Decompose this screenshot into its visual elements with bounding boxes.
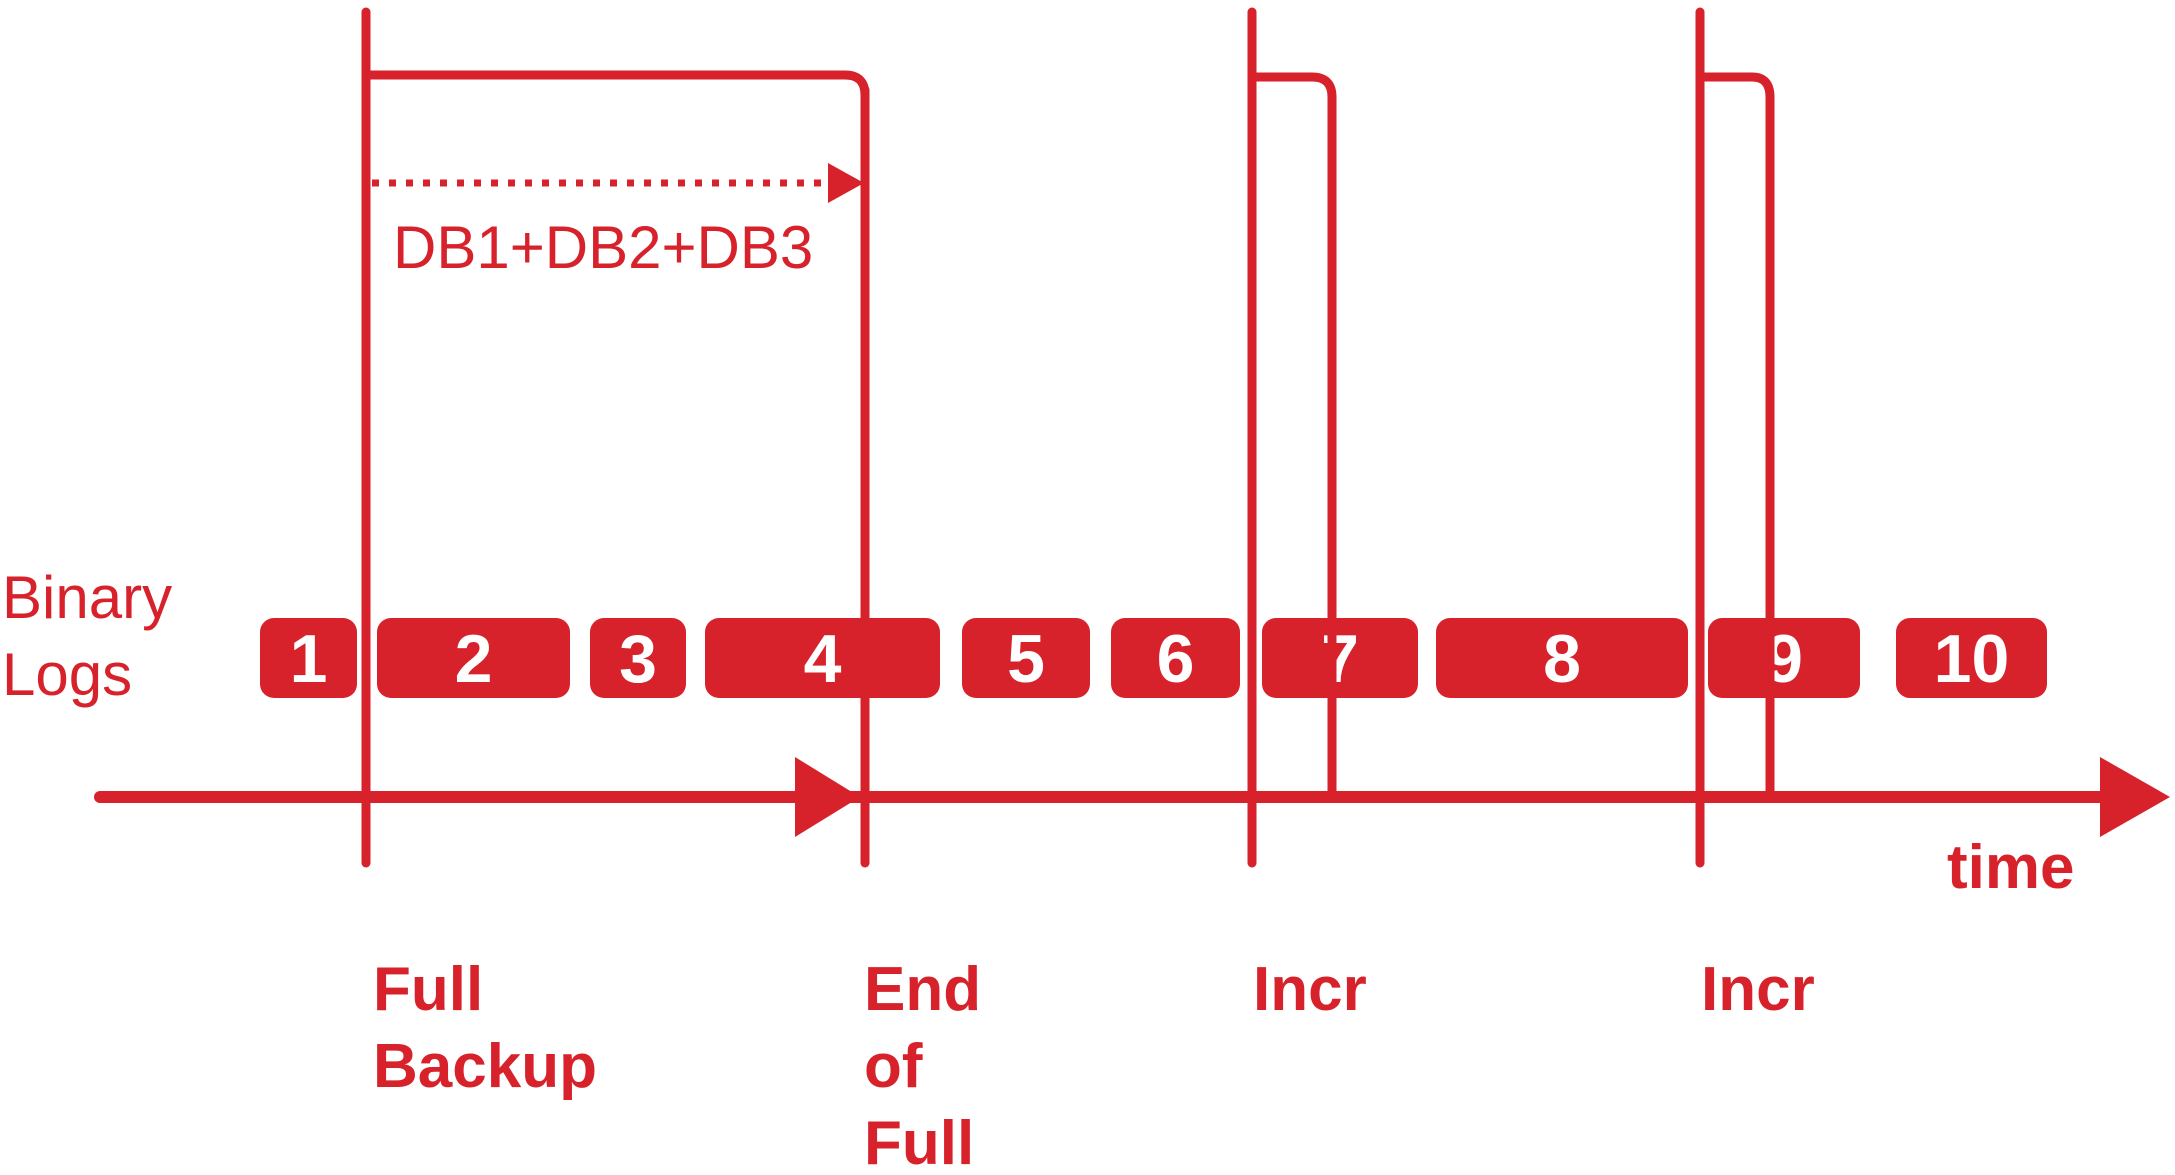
binary-log-block-1 (260, 618, 357, 698)
binary-log-label-6: 6 (1157, 621, 1195, 697)
event-label-line: Full (373, 955, 483, 1024)
event-label-line: End (864, 955, 981, 1024)
binary-log-label-2: 2 (455, 621, 493, 697)
time-axis-label: time (1947, 833, 2074, 902)
binary-log-block-7 (1262, 618, 1418, 698)
binary-logs-label-line2: Logs (2, 641, 132, 708)
event-label-line: Incr (1701, 955, 1815, 1024)
binary-log-block-6 (1111, 618, 1240, 698)
binary-log-label-8: 8 (1543, 621, 1581, 697)
incr-1-bracket (1247, 72, 1337, 802)
binary-log-block-4 (705, 618, 940, 698)
binary-log-label-4: 4 (804, 621, 842, 697)
binary-log-block-10 (1896, 618, 2047, 698)
event-label-incr-1: Incr (1253, 955, 1367, 1024)
event-label-full-backup: Full Backup (373, 955, 597, 1101)
binary-log-block-3 (590, 618, 686, 698)
binary-log-label-5: 5 (1007, 621, 1045, 697)
event-label-line: Full (864, 1109, 974, 1175)
db-span-label: DB1+DB2+DB3 (393, 214, 813, 281)
event-label-incr-2: Incr (1701, 955, 1815, 1024)
binary-log-label-3: 3 (619, 621, 657, 697)
event-label-end-of-full: End of Full (864, 955, 981, 1175)
event-label-line: Incr (1253, 955, 1367, 1024)
full-backup-span-arrowhead (795, 757, 860, 837)
db-span-arrowhead (828, 163, 864, 203)
binary-log-label-1: 1 (290, 621, 328, 697)
binary-log-label-7: 7 (1321, 621, 1359, 697)
backup-event-markers (361, 7, 1775, 868)
incr-2-bracket (1695, 72, 1775, 802)
time-axis-arrowhead (2100, 757, 2170, 837)
binary-log-block-5 (962, 618, 1090, 698)
binary-logs-label-line1: Binary (2, 564, 172, 631)
binary-log-block-8 (1436, 618, 1688, 698)
binary-log-block-9 (1708, 618, 1860, 698)
binary-log-block-2 (377, 618, 570, 698)
event-label-line: Backup (373, 1032, 597, 1101)
event-label-line: of (864, 1032, 923, 1101)
binary-log-label-10: 10 (1934, 621, 2010, 697)
full-backup-bracket (361, 70, 870, 100)
